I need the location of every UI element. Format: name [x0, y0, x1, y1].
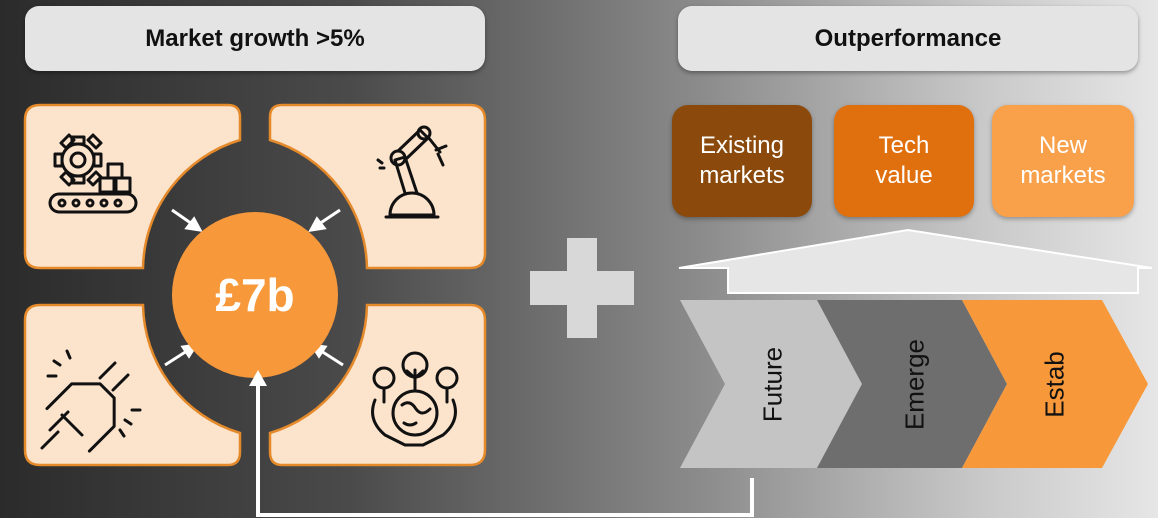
manufacturing-conveyor-icon: [48, 133, 138, 214]
center-value: £7b: [215, 269, 295, 321]
feedback-loop-arrow: [256, 384, 754, 517]
tile-new-line1: New: [1038, 132, 1087, 159]
feedback-arrowhead: [249, 370, 267, 386]
tile-tech-line2: value: [875, 162, 933, 189]
chevron-emerge: [817, 300, 1007, 468]
tile-new-line2: markets: [1020, 162, 1106, 189]
tile-existing-line2: markets: [699, 162, 785, 189]
electric-plug-icon: [40, 349, 142, 453]
center-value-circle: [172, 212, 338, 378]
outperformance-header: Outperformance: [678, 6, 1138, 71]
chevron-future-label: Future: [757, 346, 788, 423]
chevron-emerge-label: Emerge: [899, 338, 930, 431]
quadrant-top-left: [23, 103, 242, 270]
tile-existing-markets: Existing markets: [672, 105, 812, 217]
tile-tech-line1: Tech: [878, 132, 930, 159]
chevron-future: [680, 300, 862, 468]
quadrant-bottom-left: [23, 303, 242, 467]
quadrant-top-right: [268, 103, 487, 270]
tile-tech-value: Tech value: [834, 105, 974, 217]
tile-new-markets: New markets: [992, 105, 1134, 217]
upward-arrow: [678, 228, 1153, 294]
tile-existing-line1: Existing: [699, 132, 785, 159]
chevron-estab-label: Estab: [1039, 351, 1070, 418]
robotic-arm-icon: [376, 125, 448, 219]
plus-icon: [530, 238, 634, 338]
sustainability-hands-icon: [371, 351, 459, 447]
chevron-estab: [962, 300, 1148, 468]
market-growth-header: Market growth >5%: [25, 6, 485, 71]
